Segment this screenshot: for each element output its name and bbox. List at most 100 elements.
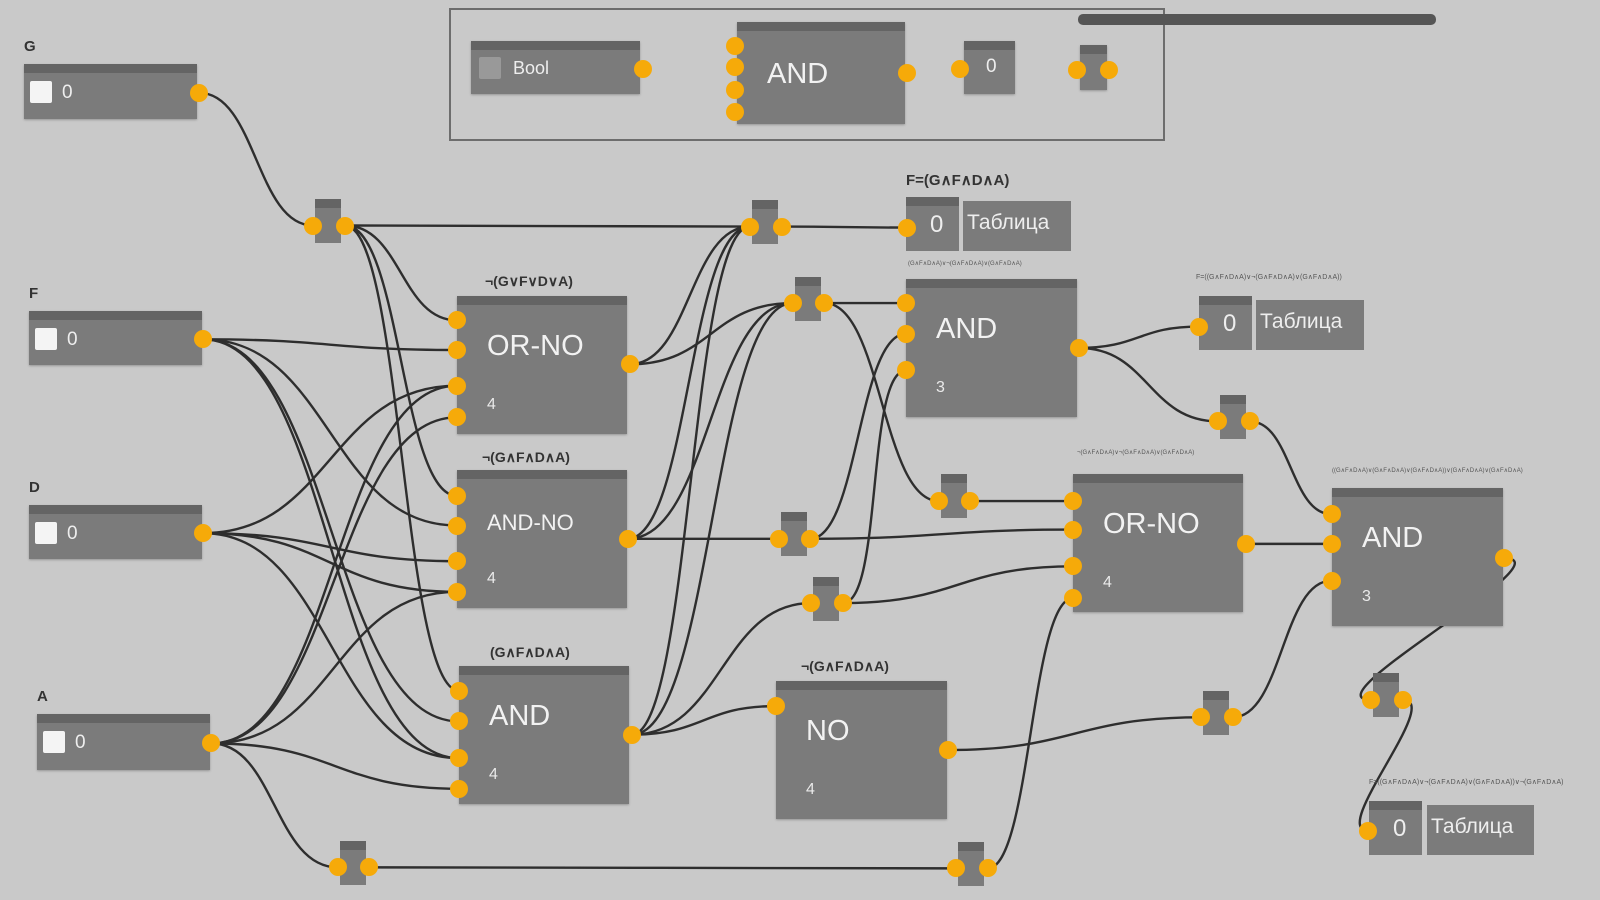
output-port[interactable] (202, 734, 220, 752)
relay-input-port[interactable] (930, 492, 948, 510)
checkbox[interactable] (30, 81, 52, 103)
relay-input-port[interactable] (802, 594, 820, 612)
node-header[interactable] (471, 41, 640, 50)
relay-input-port[interactable] (1209, 412, 1227, 430)
input-port[interactable] (1064, 557, 1082, 575)
palette-and-node[interactable]: AND (737, 22, 905, 124)
port[interactable] (726, 37, 744, 55)
node-header[interactable] (1332, 488, 1503, 497)
port[interactable] (726, 58, 744, 76)
input-port[interactable] (1323, 572, 1341, 590)
table-button[interactable]: Таблица (1256, 300, 1364, 350)
relay-input-port[interactable] (947, 859, 965, 877)
node-header[interactable] (737, 22, 905, 31)
port[interactable] (898, 64, 916, 82)
palette-const-node[interactable]: 0 (964, 41, 1015, 94)
relay-input-port[interactable] (1362, 691, 1380, 709)
port[interactable] (1100, 61, 1118, 79)
node-header[interactable] (24, 64, 197, 73)
relay-input-port[interactable] (770, 530, 788, 548)
relay-output-port[interactable] (336, 217, 354, 235)
port[interactable] (726, 81, 744, 99)
relay-output-port[interactable] (1241, 412, 1259, 430)
output-port[interactable] (619, 530, 637, 548)
input-port[interactable] (448, 517, 466, 535)
table-button[interactable]: Таблица (963, 201, 1071, 251)
output-port[interactable] (1237, 535, 1255, 553)
relay-input-port[interactable] (304, 217, 322, 235)
input-port[interactable] (1323, 535, 1341, 553)
input-port[interactable] (897, 361, 915, 379)
input-port[interactable] (450, 749, 468, 767)
input-port[interactable] (448, 583, 466, 601)
output-port[interactable] (194, 524, 212, 542)
port[interactable] (1068, 61, 1086, 79)
input-port[interactable] (1323, 505, 1341, 523)
relay-input-port[interactable] (1192, 708, 1210, 726)
input-port[interactable] (448, 377, 466, 395)
input-port[interactable] (448, 341, 466, 359)
relay-output-port[interactable] (1224, 708, 1242, 726)
input-port[interactable] (448, 552, 466, 570)
input-port[interactable] (448, 311, 466, 329)
palette-scrollbar[interactable] (1078, 14, 1436, 25)
node-header[interactable] (29, 311, 202, 320)
input-port[interactable] (1064, 492, 1082, 510)
table-button[interactable]: Таблица (1427, 805, 1534, 855)
relay-input-port[interactable] (741, 218, 759, 236)
node-header[interactable] (906, 279, 1077, 288)
output-port[interactable] (623, 726, 641, 744)
input-port[interactable] (450, 780, 468, 798)
input-port[interactable] (1064, 521, 1082, 539)
port[interactable] (634, 60, 652, 78)
input-port[interactable] (448, 487, 466, 505)
input-port[interactable] (767, 697, 785, 715)
input-node-D[interactable]: 0 (29, 505, 202, 559)
input-port[interactable] (1359, 822, 1377, 840)
node-header[interactable] (964, 41, 1015, 50)
input-node-F[interactable]: 0 (29, 311, 202, 365)
node-header[interactable] (37, 714, 210, 723)
input-port[interactable] (1190, 318, 1208, 336)
node-header[interactable] (457, 470, 627, 479)
input-port[interactable] (897, 325, 915, 343)
output-port[interactable] (621, 355, 639, 373)
input-port[interactable] (448, 408, 466, 426)
input-port[interactable] (897, 294, 915, 312)
relay-output-port[interactable] (979, 859, 997, 877)
node-header[interactable] (776, 681, 947, 690)
input-port[interactable] (898, 219, 916, 237)
relay-output-port[interactable] (815, 294, 833, 312)
relay-output-port[interactable] (834, 594, 852, 612)
relay-output-port[interactable] (773, 218, 791, 236)
palette-bool-node[interactable]: Bool (471, 41, 640, 94)
relay-output-port[interactable] (1394, 691, 1412, 709)
relay-output-port[interactable] (961, 492, 979, 510)
input-node-A[interactable]: 0 (37, 714, 210, 770)
node-header[interactable] (459, 666, 629, 675)
checkbox[interactable] (35, 522, 57, 544)
input-port[interactable] (450, 712, 468, 730)
input-port[interactable] (1064, 589, 1082, 607)
output-port[interactable] (939, 741, 957, 759)
node-header[interactable] (1080, 45, 1107, 54)
relay-output-port[interactable] (360, 858, 378, 876)
port[interactable] (726, 103, 744, 121)
checkbox[interactable] (35, 328, 57, 350)
output-port[interactable] (1495, 549, 1513, 567)
node-header[interactable] (457, 296, 627, 305)
input-node-G[interactable]: 0 (24, 64, 197, 119)
output-port[interactable] (194, 330, 212, 348)
port[interactable] (951, 60, 969, 78)
relay-input-port[interactable] (329, 858, 347, 876)
output-port[interactable] (1070, 339, 1088, 357)
checkbox[interactable] (43, 731, 65, 753)
node-header[interactable] (1073, 474, 1243, 483)
input-port[interactable] (450, 682, 468, 700)
